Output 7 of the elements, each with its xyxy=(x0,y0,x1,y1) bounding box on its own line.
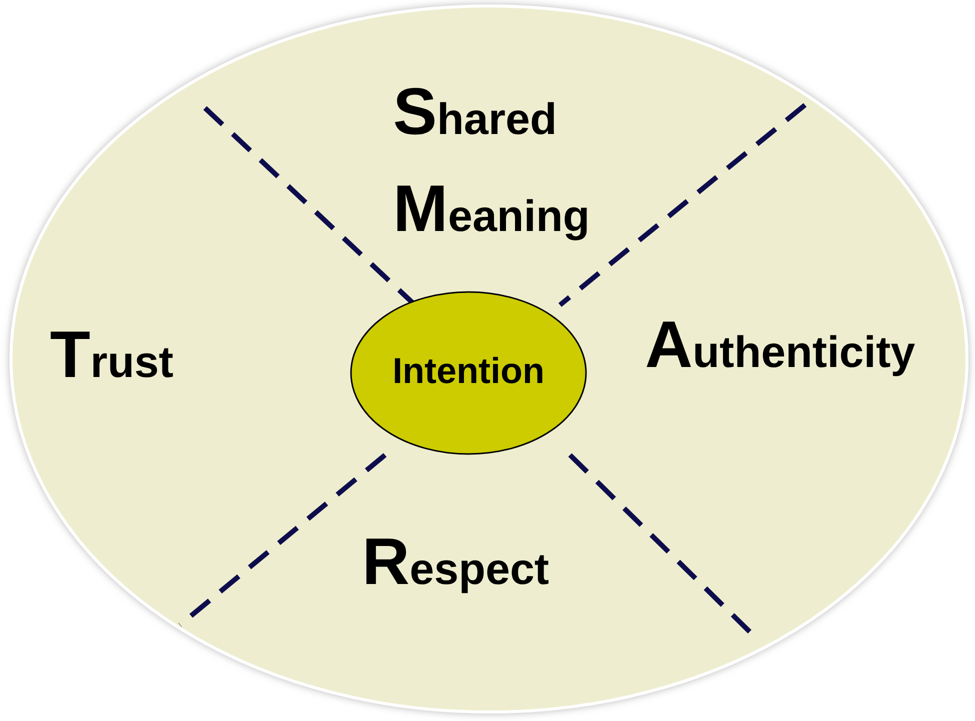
outer-ellipse xyxy=(10,5,968,713)
quadrant-label: Trust xyxy=(50,316,174,393)
quadrant-label: Respect xyxy=(362,523,550,600)
center-label: Intention xyxy=(392,353,546,389)
center-ellipse xyxy=(350,291,587,455)
quadrant-label: Authenticity xyxy=(645,306,916,383)
quadrant-label: Shared Meaning xyxy=(393,73,591,247)
